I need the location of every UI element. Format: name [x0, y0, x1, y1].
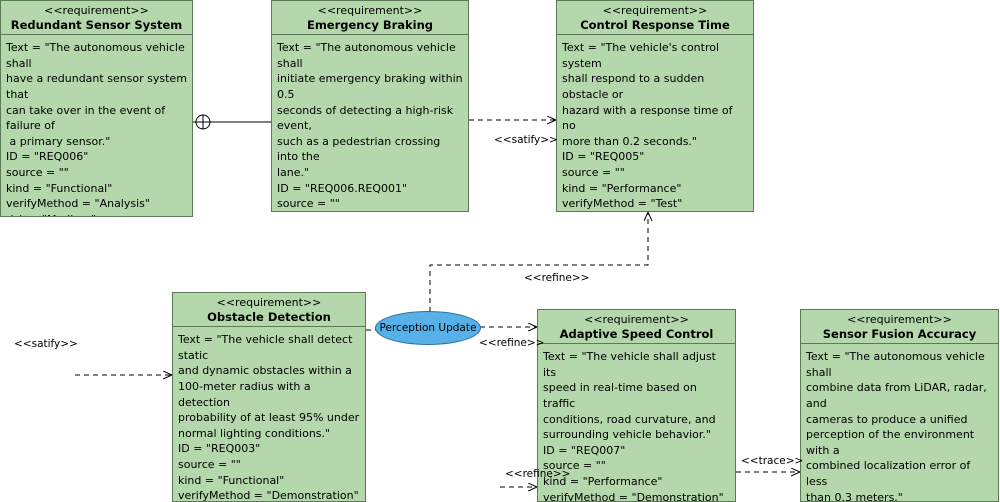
- requirement-block-sensor-fusion-accuracy[interactable]: <<requirement>> Sensor Fusion Accuracy T…: [800, 309, 999, 502]
- block-text-line: initiate emergency braking within 0.5: [277, 72, 467, 101]
- block-text-line: Text = "The autonomous vehicle shall: [277, 41, 460, 70]
- ellipse-perception-update[interactable]: Perception Update: [375, 311, 481, 345]
- edge-label-refine-top: <<refine>>: [524, 272, 590, 284]
- block-header: <<requirement>> Emergency Braking: [272, 1, 468, 34]
- block-text-line: Text = "The vehicle shall adjust its: [543, 350, 720, 379]
- block-text-line: source = "": [6, 166, 69, 179]
- block-stereotype: <<requirement>>: [317, 4, 423, 17]
- edge-label-refine-mid: <<refine>>: [479, 337, 545, 349]
- block-text-line: more than 0.2 seconds.": [562, 134, 697, 148]
- block-text-line: Text = "The autonomous vehicle shall: [6, 41, 189, 70]
- block-header: <<requirement>> Obstacle Detection: [173, 293, 365, 326]
- block-text-line: source = "": [277, 197, 340, 211]
- block-stereotype: <<requirement>>: [44, 4, 149, 17]
- block-header: <<requirement>> Control Response Time: [557, 1, 753, 34]
- block-divider: [1, 34, 192, 36]
- block-stereotype: <<requirement>>: [602, 4, 708, 17]
- block-text-line: kind = "Performance": [562, 181, 682, 195]
- block-text-line: perception of the environment with a: [806, 428, 978, 457]
- block-text-line: Text = "The autonomous vehicle shall: [806, 350, 989, 379]
- block-body: Text = "The vehicle shall adjust its spe…: [538, 344, 735, 502]
- block-text-line: seconds of detecting a high-risk event,: [277, 103, 457, 133]
- edge-label-refine-bottom: <<refine>>: [505, 468, 571, 480]
- block-text-line: can take over in the event of failure of: [6, 103, 169, 133]
- requirement-block-obstacle-detection[interactable]: <<requirement>> Obstacle Detection Text …: [172, 292, 366, 502]
- block-text-line: hazard with a response time of no: [562, 103, 737, 133]
- block-text-line: combined localization error of less: [806, 459, 974, 488]
- edge-label-satify-left: <<satify>>: [14, 338, 78, 350]
- block-header: <<requirement>> Adaptive Speed Control: [538, 310, 735, 343]
- block-body: Text = "The autonomous vehicle shall com…: [801, 344, 998, 502]
- block-title: Redundant Sensor System: [10, 17, 183, 32]
- block-text-line: speed in real-time based on traffic: [543, 381, 701, 410]
- block-text-line: source = "": [178, 458, 241, 471]
- block-text-line: have a redundant sensor system that: [6, 72, 191, 101]
- block-text-line: verifyMethod = "Analysis": [6, 197, 150, 211]
- block-text-line: kind = "Performance": [543, 475, 663, 488]
- block-body: Text = "The autonomous vehicle shall ini…: [272, 35, 468, 211]
- block-divider: [557, 34, 753, 36]
- block-text-line: ID = "REQ007": [543, 443, 626, 457]
- requirement-block-adaptive-speed-control[interactable]: <<requirement>> Adaptive Speed Control T…: [537, 309, 736, 502]
- block-text-line: normal lighting conditions.": [178, 426, 331, 440]
- block-text-line: ID = "REQ006.REQ001": [277, 181, 408, 195]
- containment-connector: [193, 114, 271, 130]
- block-title: Sensor Fusion Accuracy: [822, 326, 977, 341]
- block-header: <<requirement>> Sensor Fusion Accuracy: [801, 310, 998, 343]
- block-stereotype: <<requirement>>: [584, 313, 689, 326]
- edge-label-trace: <<trace>>: [741, 455, 804, 467]
- block-text-line: ID = "REQ005": [562, 150, 645, 164]
- requirement-block-redundant-sensor-system[interactable]: <<requirement>> Redundant Sensor System …: [0, 0, 193, 217]
- block-text-line: lane.": [277, 166, 310, 179]
- block-divider: [173, 326, 365, 328]
- block-text-line: risk = "Medium": [6, 212, 187, 216]
- refine-connector-top: [429, 212, 648, 330]
- requirement-block-control-response-time[interactable]: <<requirement>> Control Response Time Te…: [556, 0, 754, 212]
- block-divider: [538, 343, 735, 345]
- block-stereotype: <<requirement>>: [847, 313, 952, 326]
- ellipse-label: Perception Update: [379, 322, 477, 334]
- block-body: Text = "The autonomous vehicle shall hav…: [1, 35, 192, 216]
- block-title: Control Response Time: [580, 17, 730, 32]
- block-text-line: shall respond to a sudden obstacle or: [562, 72, 708, 101]
- block-text-line: source = "": [543, 459, 606, 473]
- block-body: Text = "The vehicle's control system sha…: [557, 35, 753, 211]
- block-text-line: verifyMethod = "Test": [562, 197, 683, 211]
- edge-label-satify-right: <<satify>>: [494, 134, 558, 146]
- block-text-line: combine data from LiDAR, radar, and: [806, 381, 991, 410]
- block-text-line: ID = "REQ006": [6, 150, 89, 164]
- block-body: Text = "The vehicle shall detect static …: [173, 327, 365, 502]
- block-text-line: surrounding vehicle behavior.": [543, 428, 711, 442]
- block-title: Adaptive Speed Control: [559, 326, 714, 341]
- block-text-line: kind = "Functional": [178, 473, 285, 487]
- block-text-line: Text = "The vehicle's control system: [562, 41, 723, 70]
- block-text-line: verifyMethod = "Demonstration": [178, 489, 359, 502]
- block-stereotype: <<requirement>>: [216, 296, 322, 309]
- requirement-block-emergency-braking[interactable]: <<requirement>> Emergency Braking Text =…: [271, 0, 469, 212]
- block-text-line: conditions, road curvature, and: [543, 412, 716, 426]
- block-title: Emergency Braking: [306, 17, 434, 32]
- block-divider: [272, 34, 468, 36]
- block-text-line: Text = "The vehicle shall detect static: [178, 333, 356, 362]
- block-text-line: such as a pedestrian crossing into the: [277, 134, 444, 164]
- block-text-line: than 0.3 meters.": [806, 490, 903, 502]
- block-text-line: and dynamic obstacles within a: [178, 364, 352, 378]
- block-text-line: source = "": [562, 166, 625, 179]
- block-divider: [801, 343, 998, 345]
- block-text-line: kind = "Functional": [6, 181, 113, 195]
- block-title: Obstacle Detection: [207, 309, 331, 324]
- block-text-line: verifyMethod = "Demonstration": [543, 490, 724, 502]
- block-text-line: a primary sensor.": [6, 134, 111, 148]
- block-text-line: ID = "REQ003": [178, 442, 261, 456]
- block-text-line: probability of at least 95% under: [178, 411, 360, 425]
- block-text-line: 100-meter radius with a detection: [178, 379, 315, 409]
- block-text-line: cameras to produce a unified: [806, 412, 968, 426]
- block-header: <<requirement>> Redundant Sensor System: [1, 1, 192, 34]
